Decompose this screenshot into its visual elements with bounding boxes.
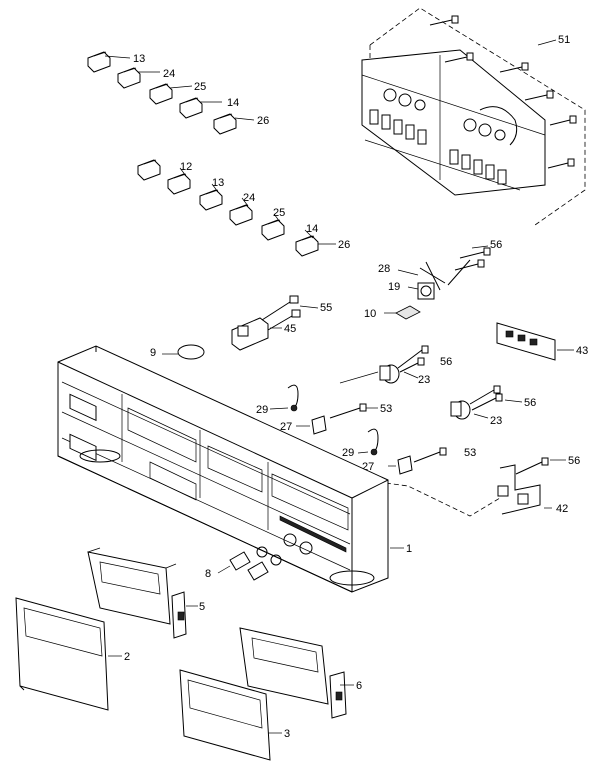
- callout-13-a: 13: [133, 53, 145, 65]
- switch-45-assembly: [162, 295, 319, 360]
- callout-23-b: 23: [490, 415, 502, 427]
- callout-26-b: 26: [338, 239, 350, 251]
- callout-24-b: 24: [243, 192, 255, 204]
- callout-29-a: 29: [256, 404, 268, 416]
- cassette-door-2: [15, 597, 122, 711]
- callout-28: 28: [378, 263, 390, 275]
- board-43: [496, 322, 574, 361]
- tape-door-mechanism-6: [239, 627, 354, 719]
- cassette-door-3: [179, 669, 282, 761]
- spring-bracket-upper: [269, 384, 378, 435]
- tape-door-mechanism-5: [87, 547, 198, 639]
- callout-19: 19: [388, 281, 400, 293]
- push-buttons-8: [217, 546, 282, 581]
- bracket-42: [377, 457, 566, 517]
- pcb-assembly-51: [361, 7, 586, 226]
- callout-25-a: 25: [194, 81, 206, 93]
- callout-5: 5: [199, 601, 205, 613]
- callout-13-b: 13: [212, 177, 224, 189]
- callout-25-b: 25: [273, 207, 285, 219]
- callout-9: 9: [150, 347, 156, 359]
- callout-56-c: 56: [524, 397, 536, 409]
- callout-42: 42: [556, 503, 568, 515]
- button-group-a: [87, 51, 255, 135]
- callout-8: 8: [205, 568, 211, 580]
- jack-23-right: [450, 385, 523, 420]
- callout-3: 3: [284, 728, 290, 740]
- callout-14-a: 14: [227, 97, 239, 109]
- button-group-b: [137, 159, 336, 257]
- callout-12-b: 12: [180, 161, 192, 173]
- callout-53-a: 53: [380, 403, 392, 415]
- switch-19-assembly: [384, 245, 491, 320]
- callout-53-b: 53: [464, 447, 476, 459]
- callout-45: 45: [284, 323, 296, 335]
- callout-29-b: 29: [342, 447, 354, 459]
- callout-55: 55: [320, 302, 332, 314]
- callout-56-d: 56: [568, 455, 580, 467]
- callout-2: 2: [124, 651, 130, 663]
- callout-26-a: 26: [257, 115, 269, 127]
- front-panel-1: [57, 345, 404, 593]
- callout-6: 6: [356, 680, 362, 692]
- spring-bracket-lower: [357, 428, 447, 475]
- callout-23-a: 23: [418, 374, 430, 386]
- jack-23-upper: [339, 345, 429, 384]
- callout-24-a: 24: [163, 68, 175, 80]
- callout-1: 1: [406, 543, 412, 555]
- callout-43: 43: [576, 345, 588, 357]
- callout-56-b: 56: [440, 356, 452, 368]
- callout-10: 10: [364, 308, 376, 320]
- callout-27-a: 27: [280, 421, 292, 433]
- callout-14-b: 14: [306, 223, 318, 235]
- callout-51: 51: [558, 34, 570, 46]
- callout-56-a: 56: [490, 239, 502, 251]
